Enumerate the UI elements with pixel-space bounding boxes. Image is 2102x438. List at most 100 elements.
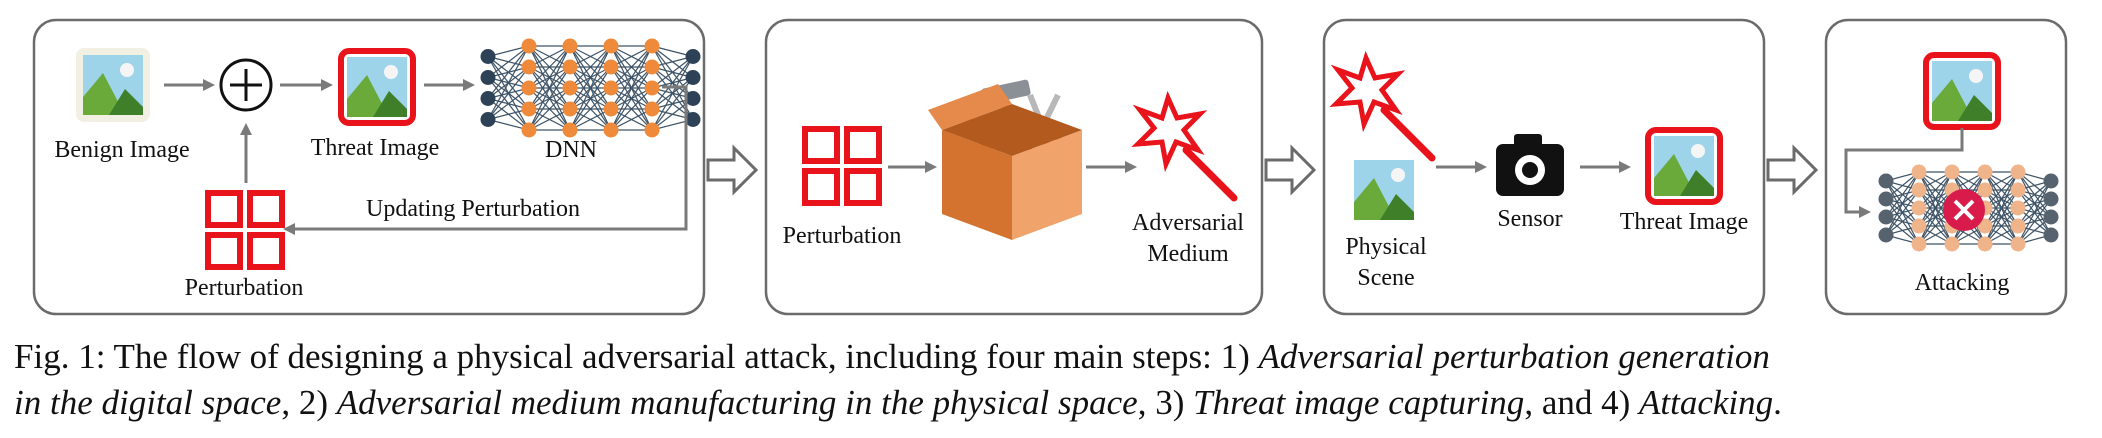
dnn-edge: [610, 108, 653, 131]
panel-step1-frame: [32, 18, 706, 316]
adversarial-medium-label-line1: Adversarial: [1132, 210, 1244, 236]
dnn-edge: [2017, 198, 2052, 245]
dnn-node: [562, 101, 578, 117]
attacking-label: Attacking: [1915, 270, 2010, 296]
dnn-edge: [610, 45, 653, 131]
caption-sep3: , and 4): [1524, 383, 1640, 422]
dnn-edge: [1885, 171, 1920, 236]
dnn-edge: [569, 45, 612, 110]
caption-step3: Threat image capturing: [1193, 383, 1525, 422]
panel-step2: Perturbation Adversarial Medium: [764, 18, 1264, 316]
dnn-node: [1911, 182, 1927, 198]
attack-flow-diagram: Benign Image Threat Image DNN Updating P…: [32, 18, 2068, 316]
dnn-node: [1977, 218, 1993, 234]
dnn-node: [1878, 173, 1894, 189]
attack-failure-icon: [1943, 189, 1985, 231]
dnn-node: [480, 91, 496, 106]
dnn-edge: [528, 108, 571, 131]
dnn-node: [2010, 200, 2026, 216]
figure-caption: Fig. 1: The flow of designing a physical…: [14, 334, 2094, 426]
dnn-edge: [2017, 180, 2052, 245]
dnn-node: [603, 38, 619, 54]
dnn-node: [644, 122, 660, 138]
dnn-edge: [1984, 207, 2019, 245]
dnn-node: [1977, 236, 1993, 252]
dnn-edge: [1984, 171, 2019, 209]
flow-arrow-3: [1766, 146, 1818, 194]
threat-image-icon: [1645, 127, 1723, 205]
dnn-edge: [1918, 171, 1953, 209]
perturbation-label: Perturbation: [783, 223, 902, 249]
dnn-edge: [528, 45, 571, 89]
dnn-node: [2043, 209, 2059, 225]
dnn-edge: [610, 66, 653, 131]
dnn-edge: [528, 45, 571, 131]
dnn-edge: [487, 45, 530, 120]
dnn-node: [1911, 200, 1927, 216]
dnn-node: [1977, 164, 1993, 180]
dnn-edge: [1918, 171, 1953, 227]
dnn-node: [685, 49, 701, 64]
toolbox-icon: [928, 79, 1082, 240]
panel-step1: Benign Image Threat Image DNN Updating P…: [32, 18, 706, 316]
panel-step4: Attacking: [1824, 18, 2068, 316]
updating-perturbation-label: Updating Perturbation: [366, 196, 580, 222]
dnn-node: [685, 70, 701, 85]
dnn-edge: [487, 66, 530, 120]
dnn-node: [685, 112, 701, 127]
adversarial-medium-label-line2: Medium: [1147, 241, 1229, 267]
dnn-node: [480, 112, 496, 127]
caption-suffix: .: [1773, 383, 1782, 422]
benign-image-icon: [76, 48, 150, 122]
dnn-node: [2043, 191, 2059, 207]
dnn-label: DNN: [545, 137, 597, 163]
dnn-node: [521, 59, 537, 75]
dnn-node: [562, 80, 578, 96]
threat-image-icon: [1923, 52, 2001, 130]
dnn-edge: [1984, 171, 2019, 245]
physical-scene-icon: [1354, 160, 1414, 220]
add-perturbation-icon: [219, 58, 273, 112]
dnn-node: [644, 101, 660, 117]
dnn-edge: [569, 66, 612, 131]
dnn-node: [2010, 164, 2026, 180]
dnn-node: [603, 59, 619, 75]
caption-step2: Adversarial medium manufacturing in the …: [336, 383, 1138, 422]
dnn-edge: [487, 45, 530, 99]
dnn-node: [480, 70, 496, 85]
dnn-edge: [487, 45, 530, 78]
dnn-node: [2010, 218, 2026, 234]
dnn-node: [1878, 209, 1894, 225]
threat-image-label: Threat Image: [1620, 209, 1749, 235]
dnn-node: [1911, 236, 1927, 252]
benign-image-label: Benign Image: [54, 137, 189, 163]
panel-step3: Physical Scene Sensor Threat Image: [1322, 18, 1766, 316]
dnn-node: [685, 91, 701, 106]
dnn-node: [521, 101, 537, 117]
dnn-edge: [528, 45, 571, 110]
dnn-edge: [569, 87, 612, 131]
dnn-node: [1878, 191, 1894, 207]
dnn-edge: [1918, 171, 1953, 245]
dnn-edge: [1984, 189, 2019, 245]
dnn-node: [2043, 173, 2059, 189]
flow-arrow-1: [706, 146, 758, 194]
dnn-node: [521, 80, 537, 96]
caption-sep2: , 3): [1137, 383, 1194, 422]
dnn-edge: [1885, 189, 1920, 236]
sensor-label: Sensor: [1497, 206, 1562, 232]
dnn-node: [1878, 227, 1894, 243]
caption-step4: Attacking: [1639, 383, 1774, 422]
dnn-edge: [569, 45, 612, 68]
dnn-edge: [569, 45, 612, 89]
dnn-node: [603, 101, 619, 117]
dnn-node: [2010, 182, 2026, 198]
dnn-node: [521, 38, 537, 54]
dnn-node: [1911, 218, 1927, 234]
dnn-node: [644, 38, 660, 54]
dnn-edge: [651, 56, 694, 131]
dnn-node: [603, 80, 619, 96]
perturbation-label: Perturbation: [185, 275, 304, 301]
dnn-node: [562, 38, 578, 54]
